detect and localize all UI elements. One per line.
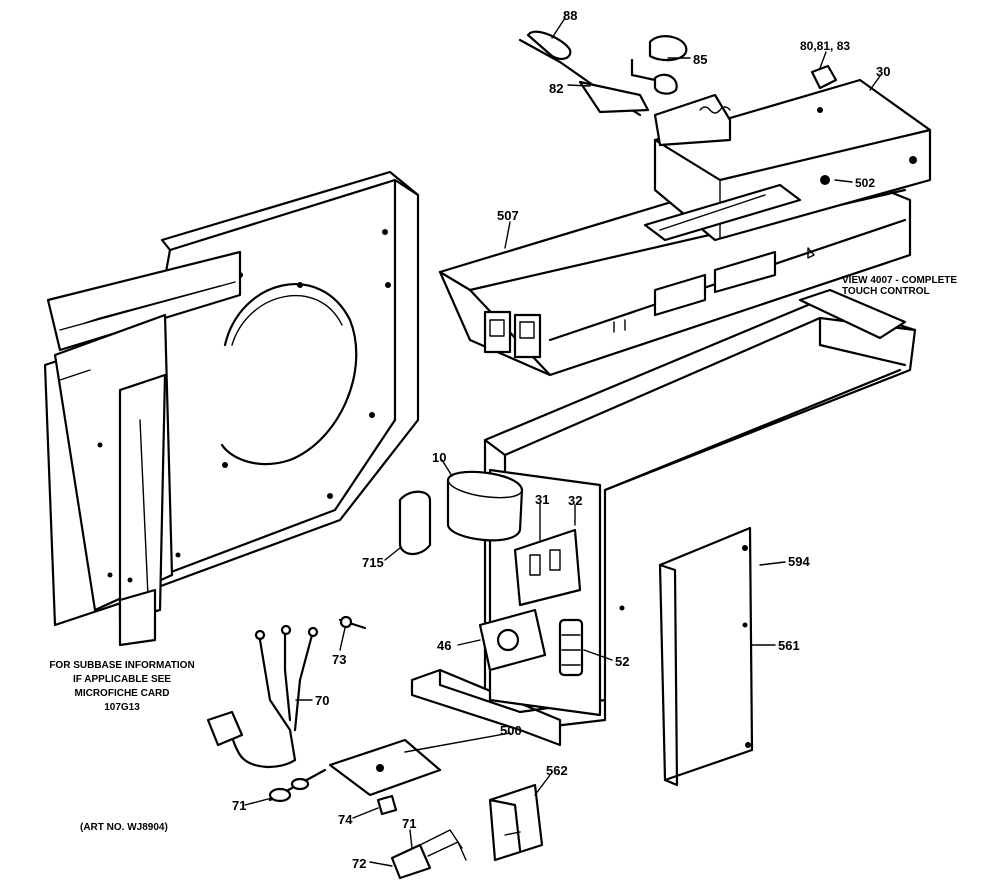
callout-507: 507 [497,208,519,223]
callout-715: 715 [362,555,384,570]
subbase-note-line1: FOR SUBBASE INFORMATION [49,660,194,671]
callout-46: 46 [437,638,451,653]
bottom-parts [206,615,544,880]
callout-labels: 88 85 82 80,81, 83 30 507 502 10 31 32 7… [232,8,890,871]
art-number: (ART NO. WJ8904) [80,822,168,833]
blower-housing [43,170,420,647]
callout-71-cord: 71 [232,798,246,813]
callout-74: 74 [338,812,353,827]
callout-72: 72 [352,856,366,871]
callout-32: 32 [568,493,582,508]
top-small-parts [518,30,838,147]
subbase-note-line3: MICROFICHE CARD [75,688,170,699]
view-note-line1: VIEW 4007 - COMPLETE [842,275,957,286]
notes: VIEW 4007 - COMPLETE TOUCH CONTROL FOR S… [49,275,957,833]
callout-88: 88 [563,8,577,23]
callout-73: 73 [332,652,346,667]
callout-562: 562 [546,763,568,778]
callout-30: 30 [876,64,890,79]
leader-lines [244,17,881,867]
callout-10: 10 [432,450,446,465]
callout-31: 31 [535,492,549,507]
subbase-note-line4: 107G13 [104,702,140,713]
component-bracket [398,288,917,747]
callout-71-nut: 71 [402,816,416,831]
side-panel [658,526,754,787]
callout-70: 70 [315,693,329,708]
subbase-note-line2: IF APPLICABLE SEE [73,674,171,685]
callout-594: 594 [788,554,810,569]
callout-500: 500 [500,723,522,738]
callout-82: 82 [549,81,563,96]
callout-80-81-83: 80,81, 83 [800,39,850,53]
view-note-line2: TOUCH CONTROL [842,286,930,297]
callout-85: 85 [693,52,707,67]
callout-502: 502 [855,176,875,190]
callout-561: 561 [778,638,800,653]
callout-52: 52 [615,654,629,669]
